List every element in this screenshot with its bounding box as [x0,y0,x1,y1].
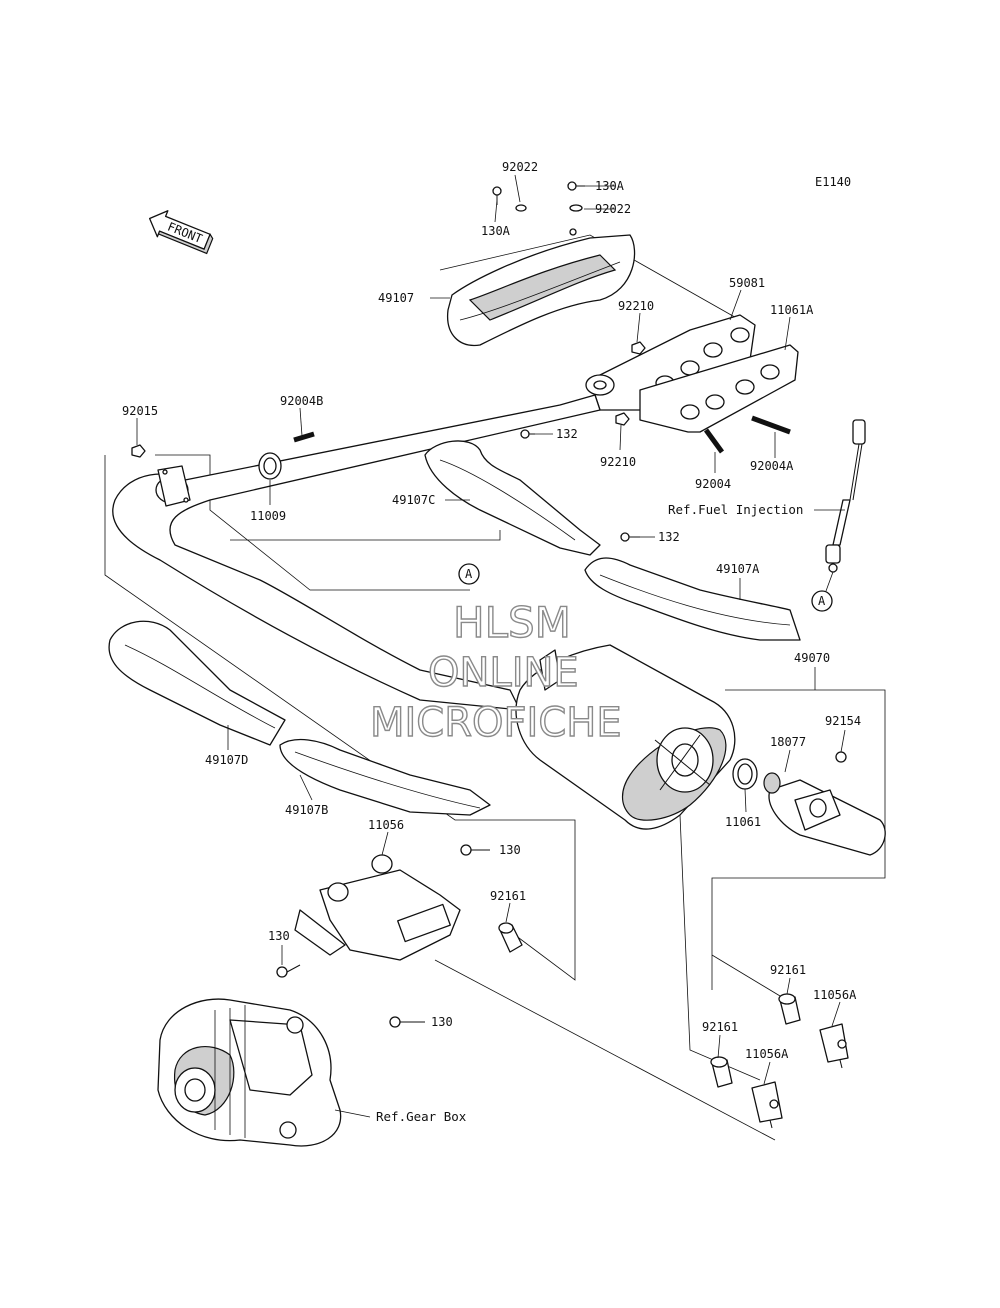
bolt-132-mid [620,532,640,542]
part-label-11061a: 11061A [770,303,814,317]
bolt-130-top [460,844,490,856]
manifold-gasket-11061a [639,344,799,433]
svg-text:A: A [818,594,826,608]
part-label-92210-top: 92210 [618,299,654,313]
part-label-92161-right: 92161 [770,963,806,977]
part-label-49107b: 49107B [285,803,328,817]
diagram-code: E1140 [815,175,851,189]
pipe-cover-49107a [584,557,801,641]
part-label-49107: 49107 [378,291,414,305]
part-label-11009: 11009 [250,509,286,523]
stud-92004a [751,415,791,435]
part-label-130-left: 130 [268,929,290,943]
part-label-132-top: 132 [556,427,578,441]
front-arrow-icon: FRONT [148,210,214,255]
part-label-130a-right: 130A [595,179,625,193]
nut-92210-top [631,341,646,355]
part-label-92161-mid: 92161 [490,889,526,903]
svg-text:A: A [465,567,473,581]
part-label-92161-low: 92161 [702,1020,738,1034]
ref-gear-box-label: Ref.Gear Box [376,1109,467,1124]
part-label-11056a-low: 11056A [745,1047,789,1061]
part-label-18077: 18077 [770,735,806,749]
tailpipe-18077 [763,772,886,856]
holder-11056a-right [819,1023,849,1069]
part-label-92004a: 92004A [750,459,794,473]
bolt-132-top [520,429,535,439]
part-label-92004: 92004 [695,477,731,491]
ref-fuel-injection-label: Ref.Fuel Injection [668,502,803,517]
nut-92015 [131,444,146,458]
part-label-11056: 11056 [368,818,404,832]
bolt-130-left [276,964,301,978]
part-label-132-mid: 132 [658,530,680,544]
pipe-cover-49107c [424,440,601,556]
stud-92004b [293,431,315,443]
gear-box [157,998,342,1147]
holder-11056a-low [751,1081,783,1129]
part-label-130a-left: 130A [481,224,511,238]
part-label-130-top: 130 [499,843,521,857]
watermark-line-3: MICROFICHE [370,700,622,746]
part-label-49107a: 49107A [716,562,760,576]
nut-92210-bot [615,412,630,426]
washer-92022-right [569,204,583,212]
exhaust-manifold-59081 [585,314,756,411]
o2-sensor [825,419,866,573]
bolt-130-bot [389,1016,425,1028]
gasket-11009 [258,452,282,480]
callout-a-sensor: A [811,571,834,612]
damper-92161-right [778,993,801,1025]
part-label-11061: 11061 [725,815,761,829]
stud-92004 [703,428,725,454]
part-label-49107c: 49107C [392,493,435,507]
bolt-130a-left [492,186,502,205]
damper-92161-mid [498,922,523,953]
watermark-line-2: ONLINE [428,650,579,696]
heat-shield-49107d [108,620,286,746]
part-label-130-bot: 130 [431,1015,453,1029]
muffler-49070 [515,644,736,830]
leader-lines [136,174,846,1118]
callout-a-pipe: A [458,563,480,585]
part-label-92154: 92154 [825,714,861,728]
heat-shield-49107 [446,228,636,347]
part-label-11056a-right: 11056A [813,988,857,1002]
part-labels: 92022 130A 130A 92022 49107 59081 11061A… [122,160,861,1061]
part-label-49107d: 49107D [205,753,248,767]
damper-92161-low [710,1056,733,1088]
exhaust-pipe [112,394,601,711]
part-label-92022-top: 92022 [502,160,538,174]
watermark: HLSM ONLINE MICROFICHE [369,597,622,746]
part-label-49070: 49070 [794,651,830,665]
washer-92022-left [515,204,527,212]
part-label-59081: 59081 [729,276,765,290]
part-label-92210-bot: 92210 [600,455,636,469]
heat-shield-49107b [279,738,491,816]
part-label-92004b: 92004B [280,394,323,408]
gasket-11061 [732,758,758,790]
part-label-92022-right: 92022 [595,202,631,216]
bracket-11056 [294,854,461,961]
watermark-line-1: HLSM [453,598,571,647]
bolt-130a-right [567,181,585,191]
part-label-92015: 92015 [122,404,158,418]
bolt-92154 [835,751,847,763]
